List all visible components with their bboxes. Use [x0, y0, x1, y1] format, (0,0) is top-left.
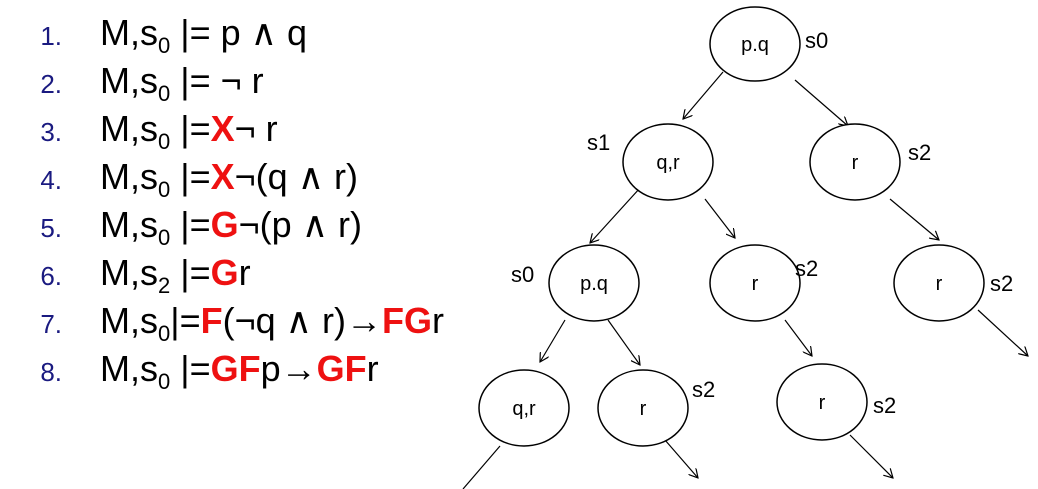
temporal-operator: G [210, 252, 239, 293]
temporal-operator: GF [210, 348, 261, 389]
temporal-operator: GF [316, 348, 367, 389]
tree-edge [704, 198, 735, 238]
tree-edge [683, 71, 724, 119]
formula-number: 7. [40, 309, 62, 339]
formula-text: M,s0 |= ¬ r [100, 60, 264, 107]
formula-row-3: 3. M,s0 |=X¬ r [0, 108, 278, 155]
state-label: s0 [805, 28, 828, 53]
formula-row-6: 6. M,s2 |=Gr [0, 252, 251, 299]
state-label: s2 [692, 377, 715, 402]
formula-number: 8. [40, 357, 62, 387]
formula-number: 3. [40, 117, 62, 147]
formula-number: 4. [40, 165, 62, 195]
formula-list: 1. M,s0 |= p ∧ q 2. M,s0 |= ¬ r 3. M,s0 … [0, 12, 500, 395]
tree-edge [462, 445, 501, 489]
formula-text: M,s0 |=X¬(q ∧ r) [100, 156, 359, 203]
temporal-operator: G [210, 204, 239, 245]
formula-text: M,s2 |=Gr [100, 252, 251, 299]
formula-row-1: 1. M,s0 |= p ∧ q [0, 12, 308, 59]
formula-row-4: 4. M,s0 |=X¬(q ∧ r) [0, 156, 359, 203]
tree-edge [784, 319, 812, 356]
formula-row-8: 8. M,s0 |=GFp→GFr [0, 348, 379, 395]
state-label: s2 [908, 140, 931, 165]
node-label: r [640, 398, 647, 420]
tree-edge [540, 319, 566, 362]
node-label: r [852, 152, 859, 174]
tree-edge [889, 198, 939, 240]
state-label: s2 [990, 271, 1013, 296]
tree-node [597, 369, 689, 447]
formula-number: 2. [40, 69, 62, 99]
node-label: r [936, 273, 943, 295]
node-label: p.q [580, 273, 608, 295]
formula-row-2: 2. M,s0 |= ¬ r [0, 60, 264, 107]
tree-node [776, 363, 868, 441]
formula-text: M,s0 |= p ∧ q [100, 12, 308, 59]
tree-node [893, 244, 985, 322]
formula-row-7: 7. M,s0|=F(¬q ∧ r)→FGr [0, 300, 500, 344]
tree-edge [664, 439, 698, 478]
state-label: s2 [873, 393, 896, 418]
node-label: q,r [656, 152, 680, 174]
tree-node [709, 6, 801, 82]
tree-edge [794, 79, 848, 126]
temporal-operator: X [210, 156, 235, 197]
temporal-operator: FG [382, 300, 432, 341]
state-label: s1 [587, 130, 610, 155]
state-label: s0 [511, 262, 534, 287]
formula-text: M,s0|=F(¬q ∧ r)→FGr [100, 300, 444, 344]
tree-edge [607, 319, 640, 365]
tree-edge [977, 309, 1028, 356]
formula-text: M,s0 |=G¬(p ∧ r) [100, 204, 363, 251]
formula-number: 5. [40, 213, 62, 243]
tree-node [809, 123, 901, 201]
node-label: r [819, 392, 826, 414]
tree-node [548, 244, 640, 322]
tree-node [709, 244, 801, 322]
node-label: r [752, 273, 759, 295]
temporal-operator: F [200, 300, 223, 341]
tree-edge [849, 434, 893, 478]
formula-text: M,s0 |=GFp→GFr [100, 348, 379, 395]
tree-node [622, 123, 714, 201]
node-label: p.q [741, 34, 769, 56]
temporal-operator: X [210, 108, 235, 149]
formula-number: 1. [40, 21, 62, 51]
state-label: s2 [795, 256, 818, 281]
formula-text: M,s0 |=X¬ r [100, 108, 278, 155]
formula-row-5: 5. M,s0 |=G¬(p ∧ r) [0, 204, 363, 251]
formula-number: 6. [40, 261, 62, 291]
node-label: q,r [512, 398, 536, 420]
tree-edge [590, 187, 641, 243]
tree-node [478, 369, 570, 447]
